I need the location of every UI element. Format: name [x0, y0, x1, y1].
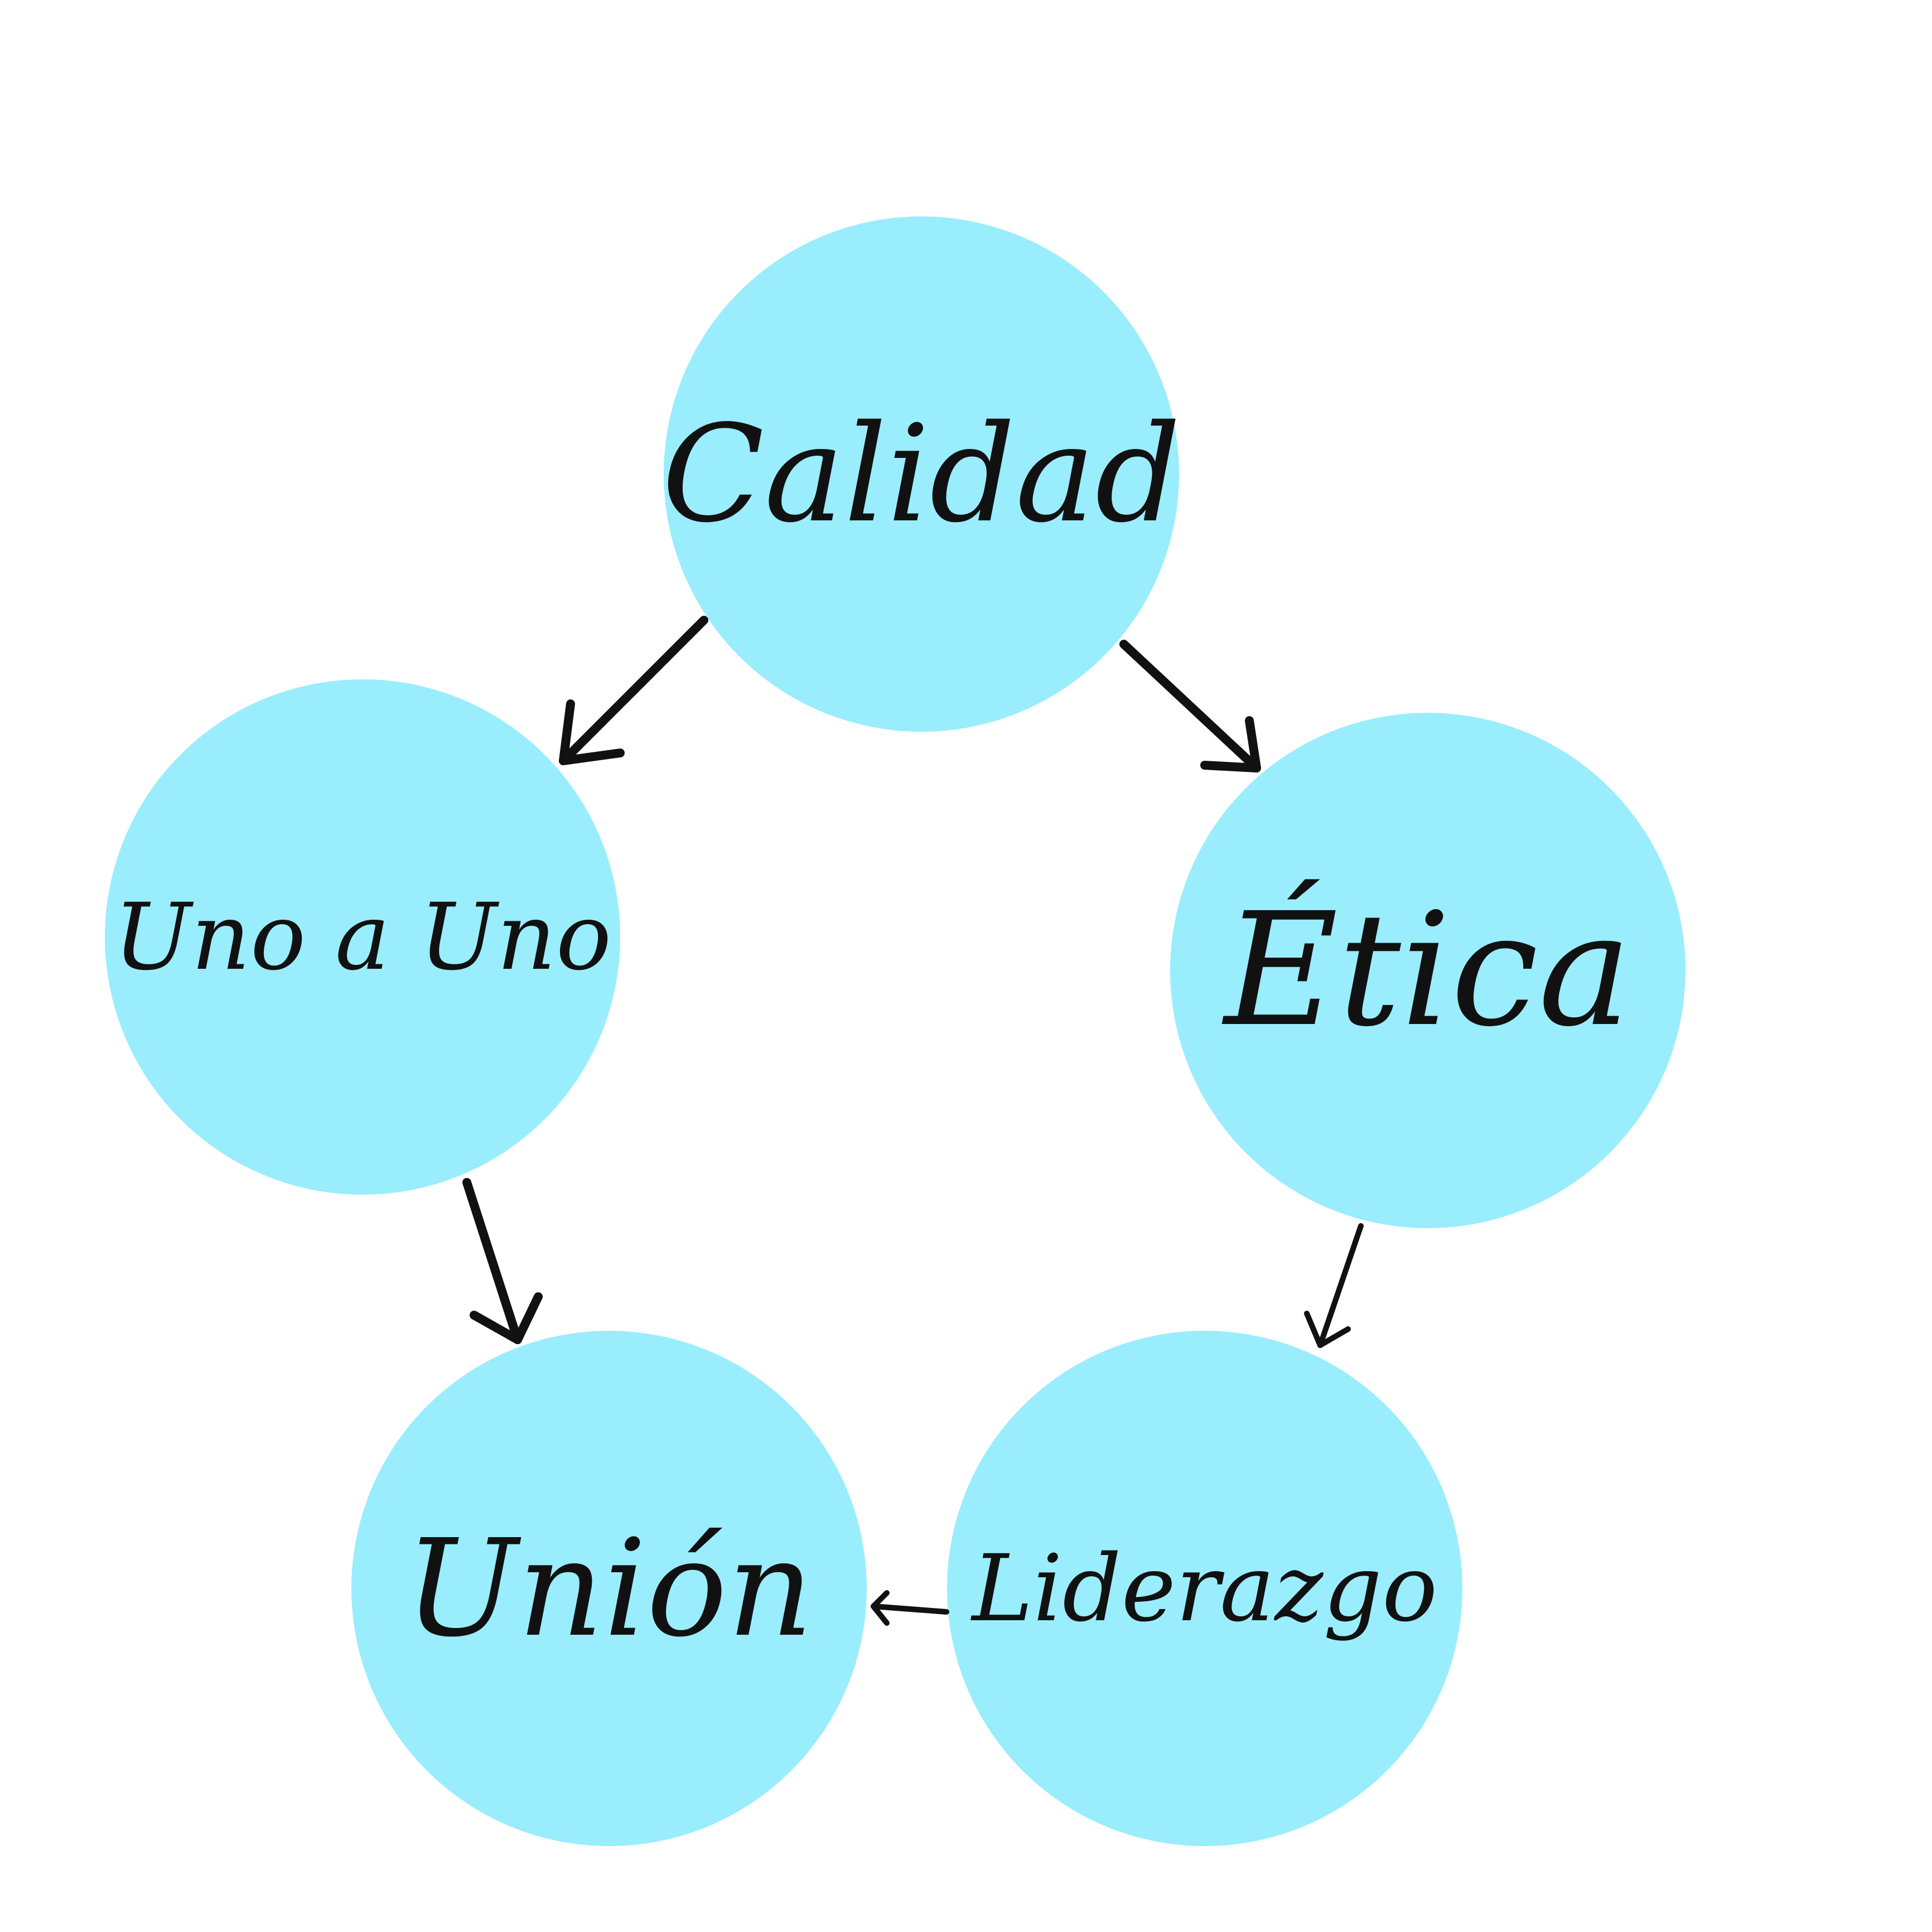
node-calidad: Calidad [662, 216, 1181, 732]
edge-calidad-to-uno-a-uno-arrowhead [559, 699, 625, 765]
edge-etica-to-liderazgo-arrowhead [1304, 1311, 1351, 1348]
edge-calidad-to-etica [1119, 640, 1261, 772]
node-etica-circle [1170, 713, 1685, 1228]
node-liderazgo-circle [947, 1331, 1462, 1846]
edge-calidad-to-etica-line [1119, 640, 1261, 772]
node-calidad-label: Calidad [662, 396, 1181, 552]
node-etica-label: Ética [1222, 878, 1632, 1062]
edge-calidad-to-uno-a-uno [559, 616, 708, 765]
edge-liderazgo-to-union-line [871, 1603, 949, 1615]
node-liderazgo-label: Liderazgo [970, 1535, 1438, 1642]
edge-etica-to-liderazgo [1304, 1223, 1364, 1348]
node-union-label: Unión [405, 1510, 814, 1667]
node-uno-a-uno-circle [105, 679, 620, 1195]
node-liderazgo: Liderazgo [947, 1331, 1462, 1846]
node-etica: Ética [1170, 713, 1685, 1228]
node-calidad-circle [664, 216, 1179, 732]
edge-uno-a-uno-to-union [462, 1178, 543, 1344]
edge-uno-a-uno-to-union-line [462, 1178, 522, 1344]
node-union-circle [351, 1331, 867, 1846]
edge-liderazgo-to-union-arrowhead [871, 1590, 890, 1626]
node-union: Unión [351, 1331, 867, 1846]
node-uno-a-uno-label: Uno a Uno [114, 883, 612, 991]
edge-liderazgo-to-union [871, 1590, 949, 1626]
edge-calidad-to-etica-arrowhead [1200, 716, 1261, 772]
edge-calidad-to-uno-a-uno-line [559, 616, 708, 765]
edge-uno-a-uno-to-union-arrowhead [470, 1292, 543, 1344]
edge-etica-to-liderazgo-line [1317, 1223, 1364, 1348]
node-uno-a-uno: Uno a Uno [105, 679, 620, 1195]
